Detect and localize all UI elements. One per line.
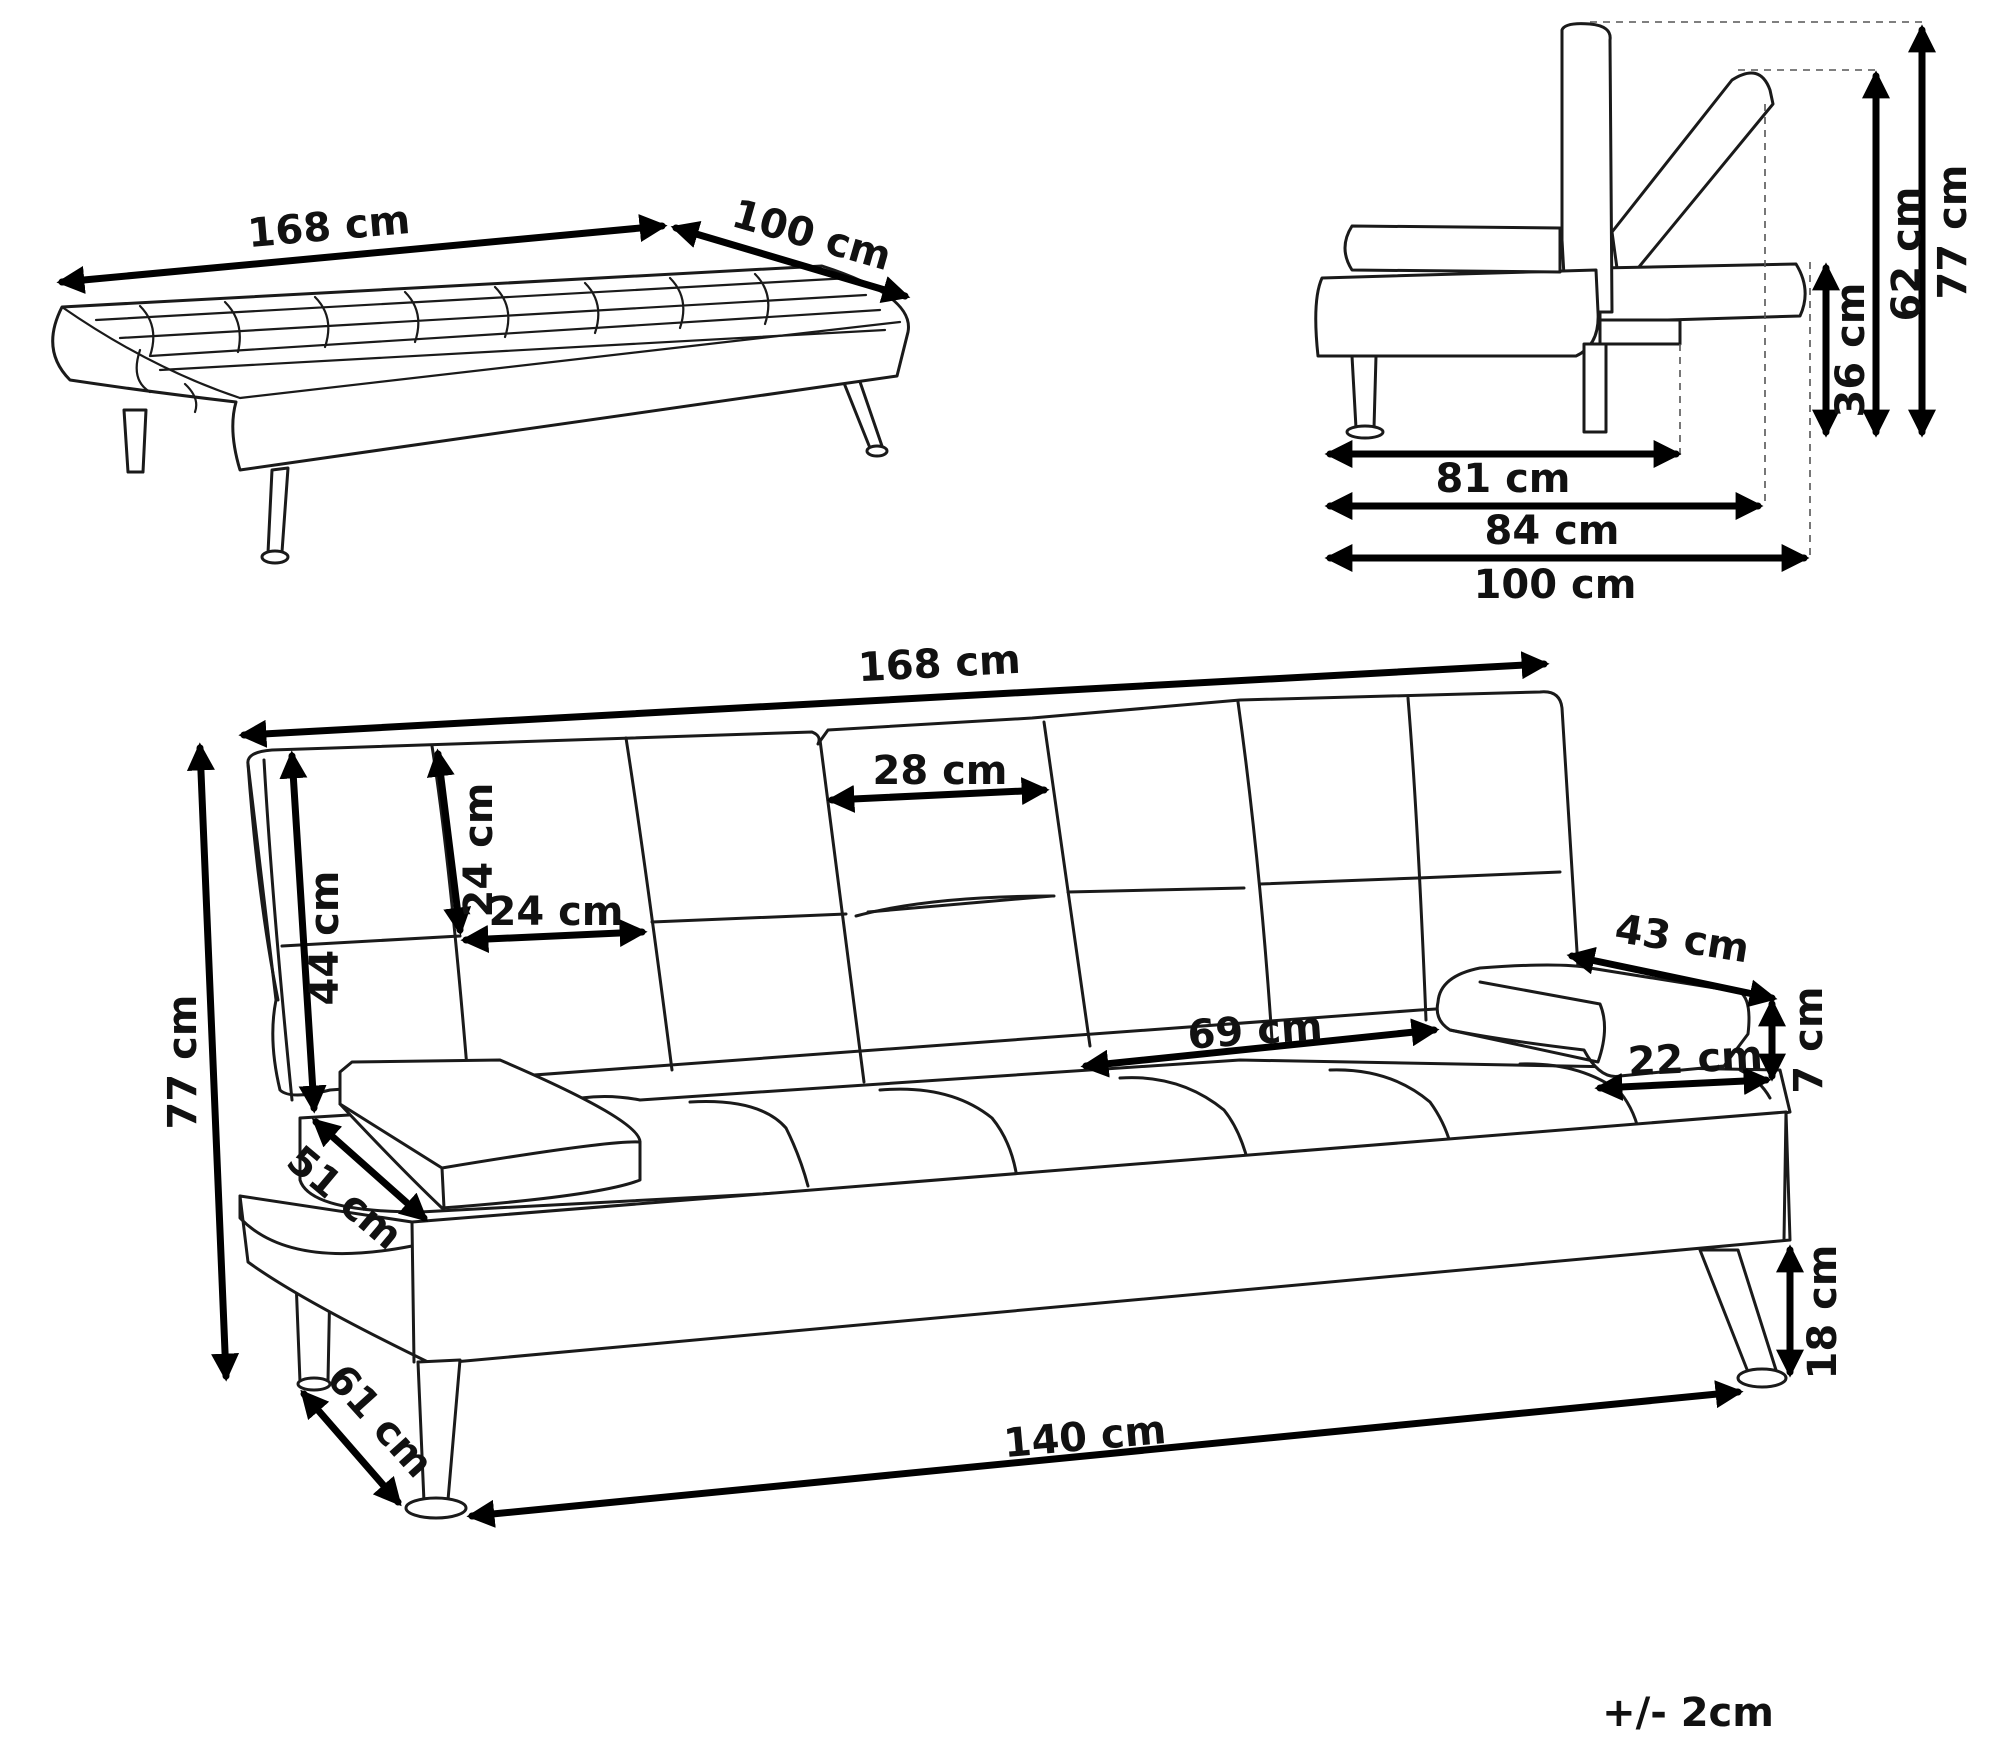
front-width-label: 168 cm bbox=[857, 637, 1022, 691]
front-foot-front-right bbox=[1736, 1367, 1788, 1389]
side-reclined-label: 62 cm bbox=[1884, 187, 1930, 322]
bed-leg-back-right bbox=[840, 374, 884, 450]
side-bed-extension bbox=[1598, 262, 1807, 324]
front-view: 168 cm 77 cm 44 cm 24 cm 24 cm 28 cm 69 … bbox=[160, 637, 1846, 1528]
bed-leg-front bbox=[266, 466, 290, 555]
bed-depth-arrow bbox=[670, 220, 911, 304]
side-frame bbox=[1598, 318, 1682, 346]
front-armrest-width-label: 22 cm bbox=[1627, 1033, 1764, 1086]
front-tuft-width-arrow bbox=[460, 919, 648, 953]
side-height-label: 77 cm bbox=[1930, 165, 1976, 300]
side-depth-84-label: 84 cm bbox=[1485, 508, 1620, 554]
front-armrest-height-label: 7 cm bbox=[1786, 986, 1832, 1093]
front-leg-depth-arrow bbox=[300, 1389, 402, 1507]
front-height-arrow bbox=[186, 742, 240, 1382]
front-middle-width-label: 28 cm bbox=[873, 748, 1008, 794]
bed-foot-front bbox=[260, 549, 290, 565]
bed-mattress bbox=[51, 264, 910, 472]
side-arm bbox=[1343, 224, 1562, 274]
front-seat-width-arrow bbox=[1080, 1018, 1440, 1078]
bed-leg-back-left bbox=[122, 408, 148, 474]
side-dashed-guides bbox=[1590, 21, 1922, 558]
front-backrest-mid-seam bbox=[280, 870, 1562, 948]
front-leg-span-label: 140 cm bbox=[1002, 1407, 1168, 1467]
side-view: 77 cm 62 cm 36 cm 81 cm 84 cm 100 cm bbox=[1314, 21, 1976, 608]
front-seat-width-label: 69 cm bbox=[1186, 1003, 1324, 1058]
front-leg-span-arrow bbox=[466, 1380, 1744, 1528]
front-seat-tufting bbox=[688, 1062, 1772, 1188]
side-leg-back bbox=[1582, 342, 1608, 434]
front-rail bbox=[238, 1110, 1792, 1366]
front-backrest-arrow bbox=[279, 750, 327, 1114]
bed-width-label: 168 cm bbox=[246, 197, 412, 257]
front-leg-height-label: 18 cm bbox=[1800, 1245, 1846, 1380]
bed-foot-back-right bbox=[865, 444, 889, 458]
side-leg-front bbox=[1350, 354, 1378, 430]
front-armrest-width-arrow bbox=[1594, 1067, 1772, 1101]
front-leg-front-left bbox=[416, 1358, 462, 1504]
front-armrest-length-arrow bbox=[1566, 946, 1778, 1008]
side-depth-100-label: 100 cm bbox=[1474, 562, 1637, 608]
side-foot-front bbox=[1345, 424, 1385, 440]
side-depth-81-label: 81 cm bbox=[1436, 456, 1571, 502]
front-leg-front-right bbox=[1698, 1248, 1778, 1374]
bed-width-arrow bbox=[56, 214, 668, 294]
front-height-label: 77 cm bbox=[160, 995, 206, 1130]
bed-view: 168 cm 100 cm bbox=[51, 191, 911, 565]
side-backrest-upright bbox=[1560, 22, 1614, 314]
front-tuft-height-label: 24 cm bbox=[456, 783, 502, 918]
side-seat bbox=[1314, 268, 1600, 358]
front-armrest-length-label: 43 cm bbox=[1612, 906, 1753, 973]
side-seat-height-label: 36 cm bbox=[1828, 283, 1874, 418]
front-tuft-height-arrow bbox=[426, 748, 472, 936]
front-backrest-label: 44 cm bbox=[302, 871, 348, 1006]
front-width-arrow bbox=[238, 651, 1550, 748]
front-tuft-width-label: 24 cm bbox=[489, 889, 624, 935]
side-backrest-reclined bbox=[1610, 71, 1775, 292]
front-seat-depth-arrow bbox=[311, 1118, 429, 1222]
front-middle-width-arrow bbox=[826, 777, 1050, 813]
front-foot-front-left bbox=[404, 1496, 468, 1520]
tolerance-note: +/- 2cm bbox=[1602, 1690, 1774, 1736]
